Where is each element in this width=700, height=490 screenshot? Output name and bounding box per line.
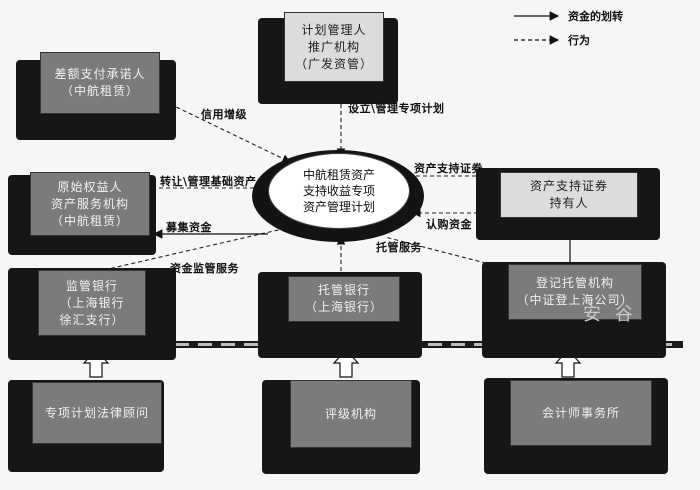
label-custody: 托管服务 [376,241,422,254]
originator-box: 原始权益人 资产服务机构 （中航租赁） [30,172,150,236]
rating-agency-box: 评级机构 [290,380,412,448]
label-raise-funds: 募集资金 [166,221,212,234]
guarantor-box: 差额支付承诺人 （中航租赁） [40,52,160,114]
label-subscription: 认购资金 [426,218,472,231]
legend-fund-transfer-label: 资金的划转 [568,10,623,23]
label-abs: 资产支持证券 [414,162,483,175]
label-fund-supervision: 资金监管服务 [170,262,239,275]
abs-holder-box: 资产支持证券 持有人 [500,172,638,218]
special-plan-ellipse: 中航租赁资产 支持收益专项 资产管理计划 [268,153,410,229]
edge-supervisory-to-plan [103,222,302,271]
legend-action-label: 行为 [568,34,590,47]
label-manage-plan: 设立\管理专项计划 [348,102,445,115]
supervisory-bank-box: 监管银行 （上海银行 徐汇支行） [38,270,146,336]
custodian-bank-box: 托管银行 （上海银行） [288,276,400,322]
accounting-firm-box: 会计师事务所 [510,380,652,446]
legal-advisor-box: 专项计划法律顾问 [32,382,162,444]
label-transfer-assets: 转让\管理基础资产 [160,175,257,188]
watermark: 安 谷 [583,304,637,325]
plan-manager-box: 计划管理人 推广机构 （广发资管） [284,12,384,82]
label-credit-enhancement: 信用增级 [201,108,247,121]
edge-guarantor-to-plan [169,103,291,163]
registrar-box: 登记托管机构 （中证登上海公司） [508,264,642,320]
